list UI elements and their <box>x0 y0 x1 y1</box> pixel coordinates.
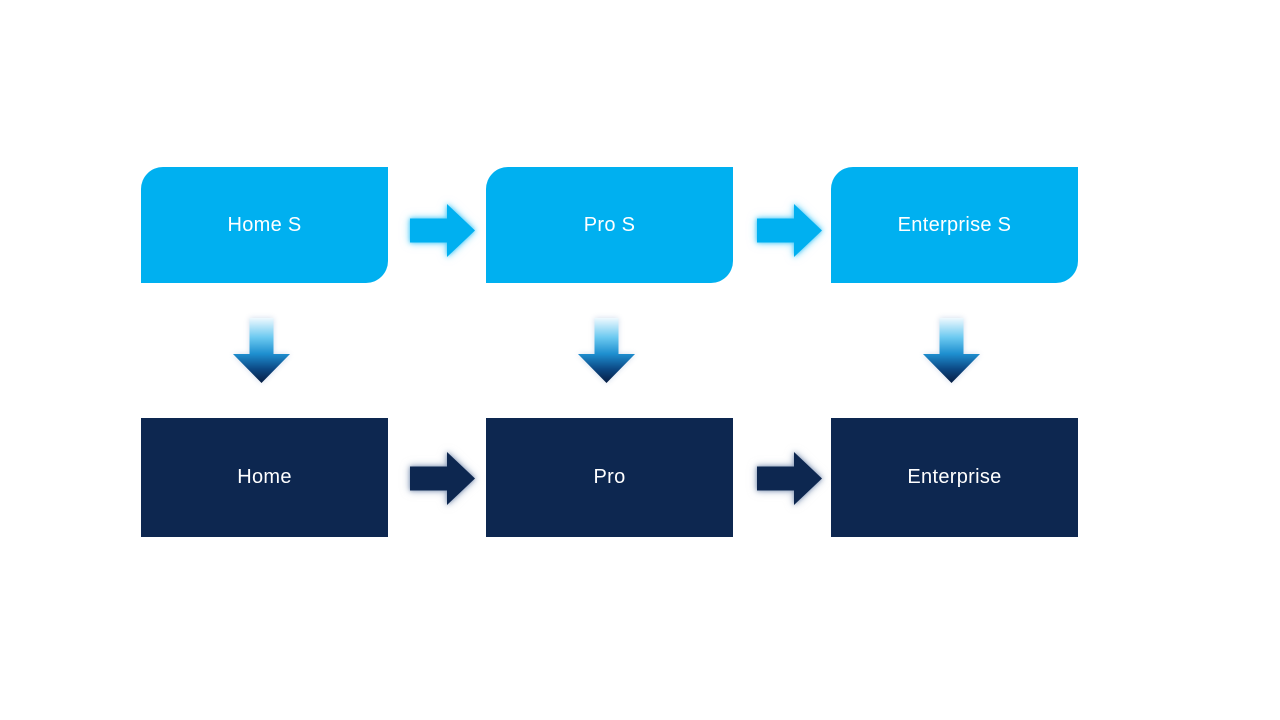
box-pro-s-label: Pro S <box>583 213 636 236</box>
right-arrow-top-2-icon <box>757 204 822 257</box>
box-home: Home <box>141 418 388 537</box>
box-home-s: Home S <box>141 167 388 283</box>
box-enterprise-s-label: Enterprise S <box>897 213 1012 236</box>
box-enterprise: Enterprise <box>831 418 1078 537</box>
right-arrow-bottom-2-icon <box>757 452 822 505</box>
box-home-label: Home <box>237 466 292 488</box>
box-enterprise-s: Enterprise S <box>831 167 1078 283</box>
down-arrow-1-icon <box>233 318 290 383</box>
right-arrow-bottom-1-icon <box>410 452 475 505</box>
box-enterprise-label: Enterprise <box>907 466 1002 488</box>
box-pro-s: Pro S <box>486 167 733 283</box>
box-pro-label: Pro <box>593 466 626 488</box>
right-arrow-top-1-icon <box>410 204 475 257</box>
box-pro: Pro <box>486 418 733 537</box>
down-arrow-2-icon <box>578 318 635 383</box>
box-home-s-label: Home S <box>227 213 302 236</box>
down-arrow-3-icon <box>923 318 980 383</box>
